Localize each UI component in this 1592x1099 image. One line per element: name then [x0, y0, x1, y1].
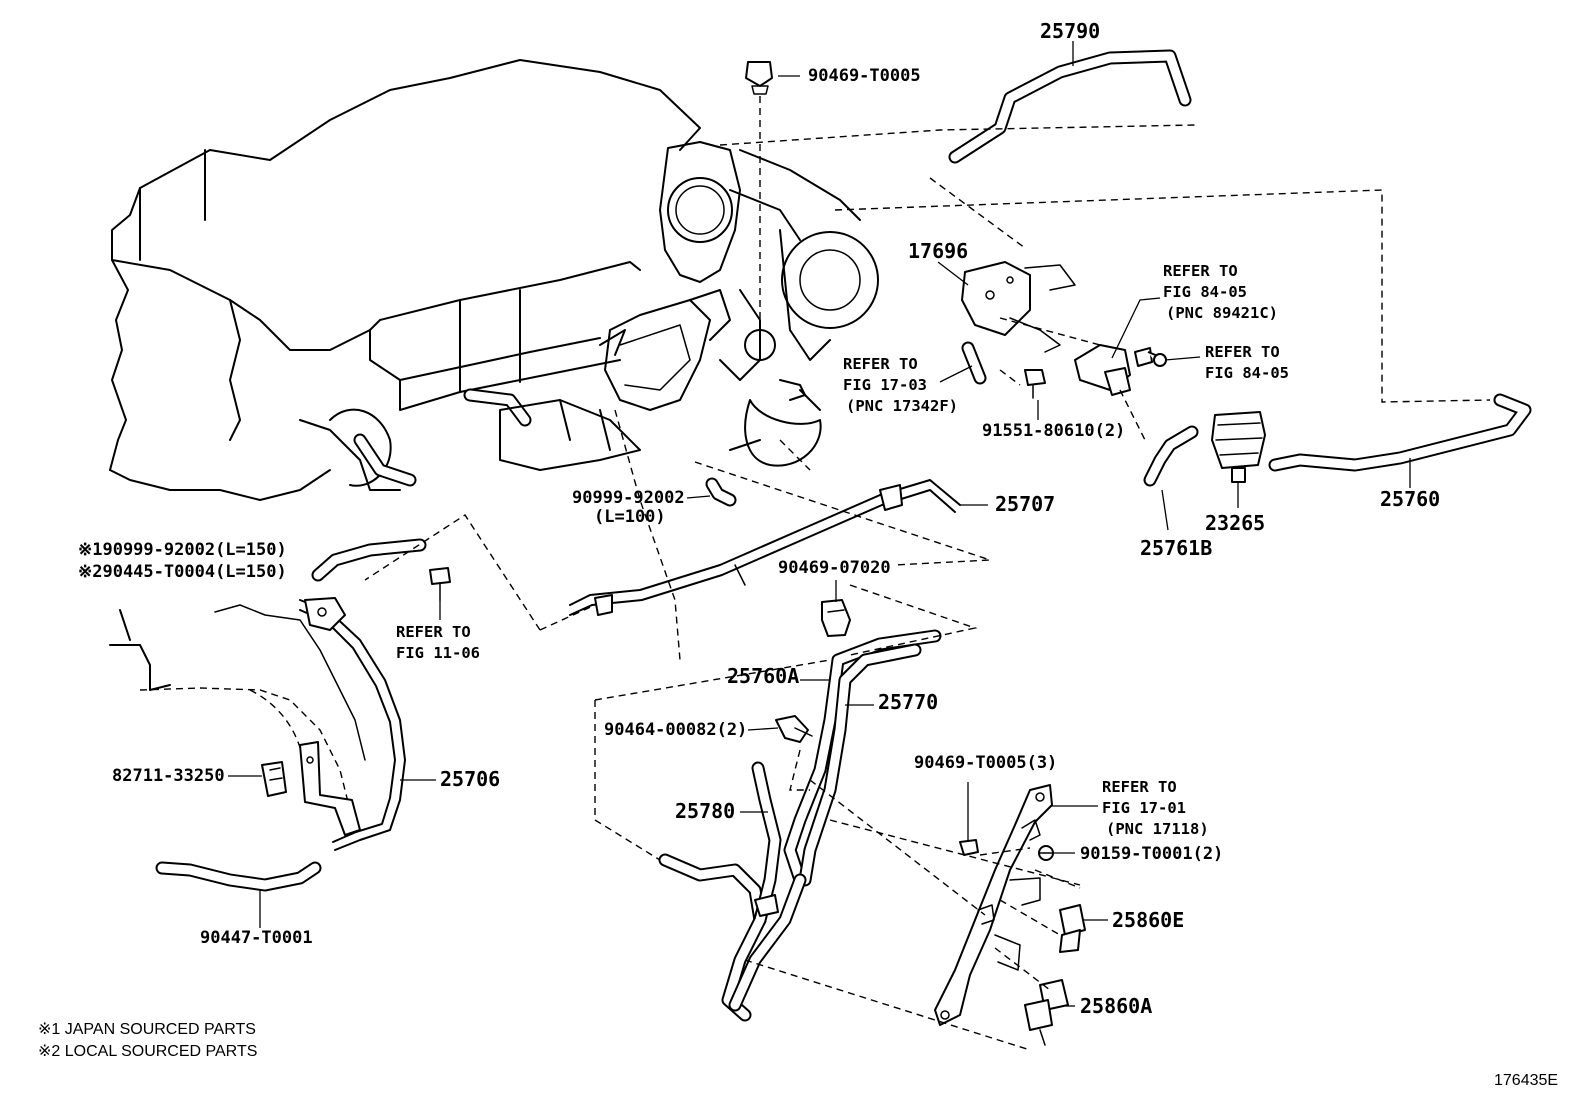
label-refer-17-01-2: FIG 17-01: [1102, 799, 1186, 817]
label-note1-part: ※190999-92002(L=150): [78, 540, 287, 560]
label-refer-17-03-1: REFER TO: [843, 355, 918, 373]
label-90999-l100-2: (L=100): [594, 507, 666, 527]
label-25780: 25780: [675, 799, 735, 823]
label-25761b: 25761B: [1140, 536, 1212, 560]
hoses-25770-25760a: [783, 629, 942, 887]
bolt-11-06: [429, 567, 451, 601]
vsv-assembly: [1074, 344, 1167, 396]
label-refer-84-05-a-1: REFER TO: [1163, 262, 1238, 280]
label-25770: 25770: [878, 690, 938, 714]
label-25706: 25706: [440, 767, 500, 791]
label-25760a: 25760A: [727, 664, 799, 688]
hose-90999-l150: [311, 538, 427, 582]
pipe-25706: [299, 597, 406, 851]
footnotes: ※1 JAPAN SOURCED PARTS ※2 LOCAL SOURCED …: [38, 1021, 1558, 1089]
leader-lines: [228, 41, 1411, 1007]
left-housing-drawing: [109, 604, 366, 811]
label-refer-11-06-1: REFER TO: [396, 623, 471, 641]
footnote-japan-sourced: ※1 JAPAN SOURCED PARTS: [38, 1021, 256, 1038]
clamp-90469-07020: [821, 599, 851, 637]
clip-90469-t0005-3: [959, 839, 979, 856]
bolt-91551: [1024, 369, 1046, 399]
hose-25780: [658, 761, 807, 1022]
screw-90159: [1038, 845, 1054, 861]
hose-25760: [1268, 393, 1532, 472]
pipe-25707: [569, 479, 961, 616]
label-23265: 23265: [1205, 511, 1265, 535]
vsv-25860a: [1024, 979, 1069, 1046]
footnote-local-sourced: ※2 LOCAL SOURCED PARTS: [38, 1043, 257, 1060]
label-refer-84-05-b-1: REFER TO: [1205, 343, 1280, 361]
label-25790: 25790: [1040, 19, 1100, 43]
bracket-17118: [934, 784, 1053, 1026]
label-25760: 25760: [1380, 487, 1440, 511]
hose-25761b: [1143, 425, 1199, 487]
hose-90999-l100: [705, 477, 737, 507]
label-refer-84-05-a-3: (PNC 89421C): [1166, 304, 1278, 322]
label-90469-t0005-3: 90469-T0005(3): [914, 753, 1057, 773]
throttle-body-drawing: [599, 141, 879, 467]
label-refer-84-05-a-2: FIG 84-05: [1163, 283, 1247, 301]
hose-90447: [155, 861, 322, 892]
label-90999-l100-1: 90999-92002: [572, 488, 685, 508]
pipe-17342f: [961, 341, 987, 385]
hose-25790: [948, 49, 1192, 164]
bracket-17696: [961, 261, 1076, 353]
callout-labels: 25790 90469-T0005 17696 REFER TO FIG 84-…: [78, 19, 1440, 1018]
label-91551: 91551-80610(2): [982, 421, 1125, 441]
label-90447: 90447-T0001: [200, 928, 313, 948]
label-refer-17-03-2: FIG 17-03: [843, 376, 927, 394]
label-90464: 90464-00082(2): [604, 720, 747, 740]
label-90159: 90159-T0001(2): [1080, 844, 1223, 864]
engine-block-drawing: [109, 59, 701, 501]
connector-82711: [261, 761, 287, 797]
figure-id: 176435E: [1494, 1072, 1558, 1089]
label-note2-part: ※290445-T0004(L=150): [78, 562, 287, 582]
label-refer-17-01-1: REFER TO: [1102, 778, 1177, 796]
clamp-90464: [775, 715, 813, 743]
label-82711: 82711-33250: [112, 766, 225, 786]
label-17696: 17696: [908, 239, 968, 263]
label-90469-07020: 90469-07020: [778, 558, 891, 578]
label-25860e: 25860E: [1112, 908, 1184, 932]
vsv-25860e: [1059, 904, 1086, 953]
label-refer-17-03-3: (PNC 17342F): [846, 397, 958, 415]
label-90469-t0005: 90469-T0005: [808, 66, 921, 86]
label-25707: 25707: [995, 492, 1055, 516]
canister-23265: [1211, 411, 1266, 483]
label-refer-17-01-3: (PNC 17118): [1106, 820, 1209, 838]
label-25860a: 25860A: [1080, 994, 1152, 1018]
clip-90469-t0005-top: [745, 61, 773, 95]
bracket-left: [299, 741, 361, 836]
dashed-assembly-lines: [364, 96, 1491, 1051]
label-refer-84-05-b-2: FIG 84-05: [1205, 364, 1289, 382]
label-refer-11-06-2: FIG 11-06: [396, 644, 480, 662]
